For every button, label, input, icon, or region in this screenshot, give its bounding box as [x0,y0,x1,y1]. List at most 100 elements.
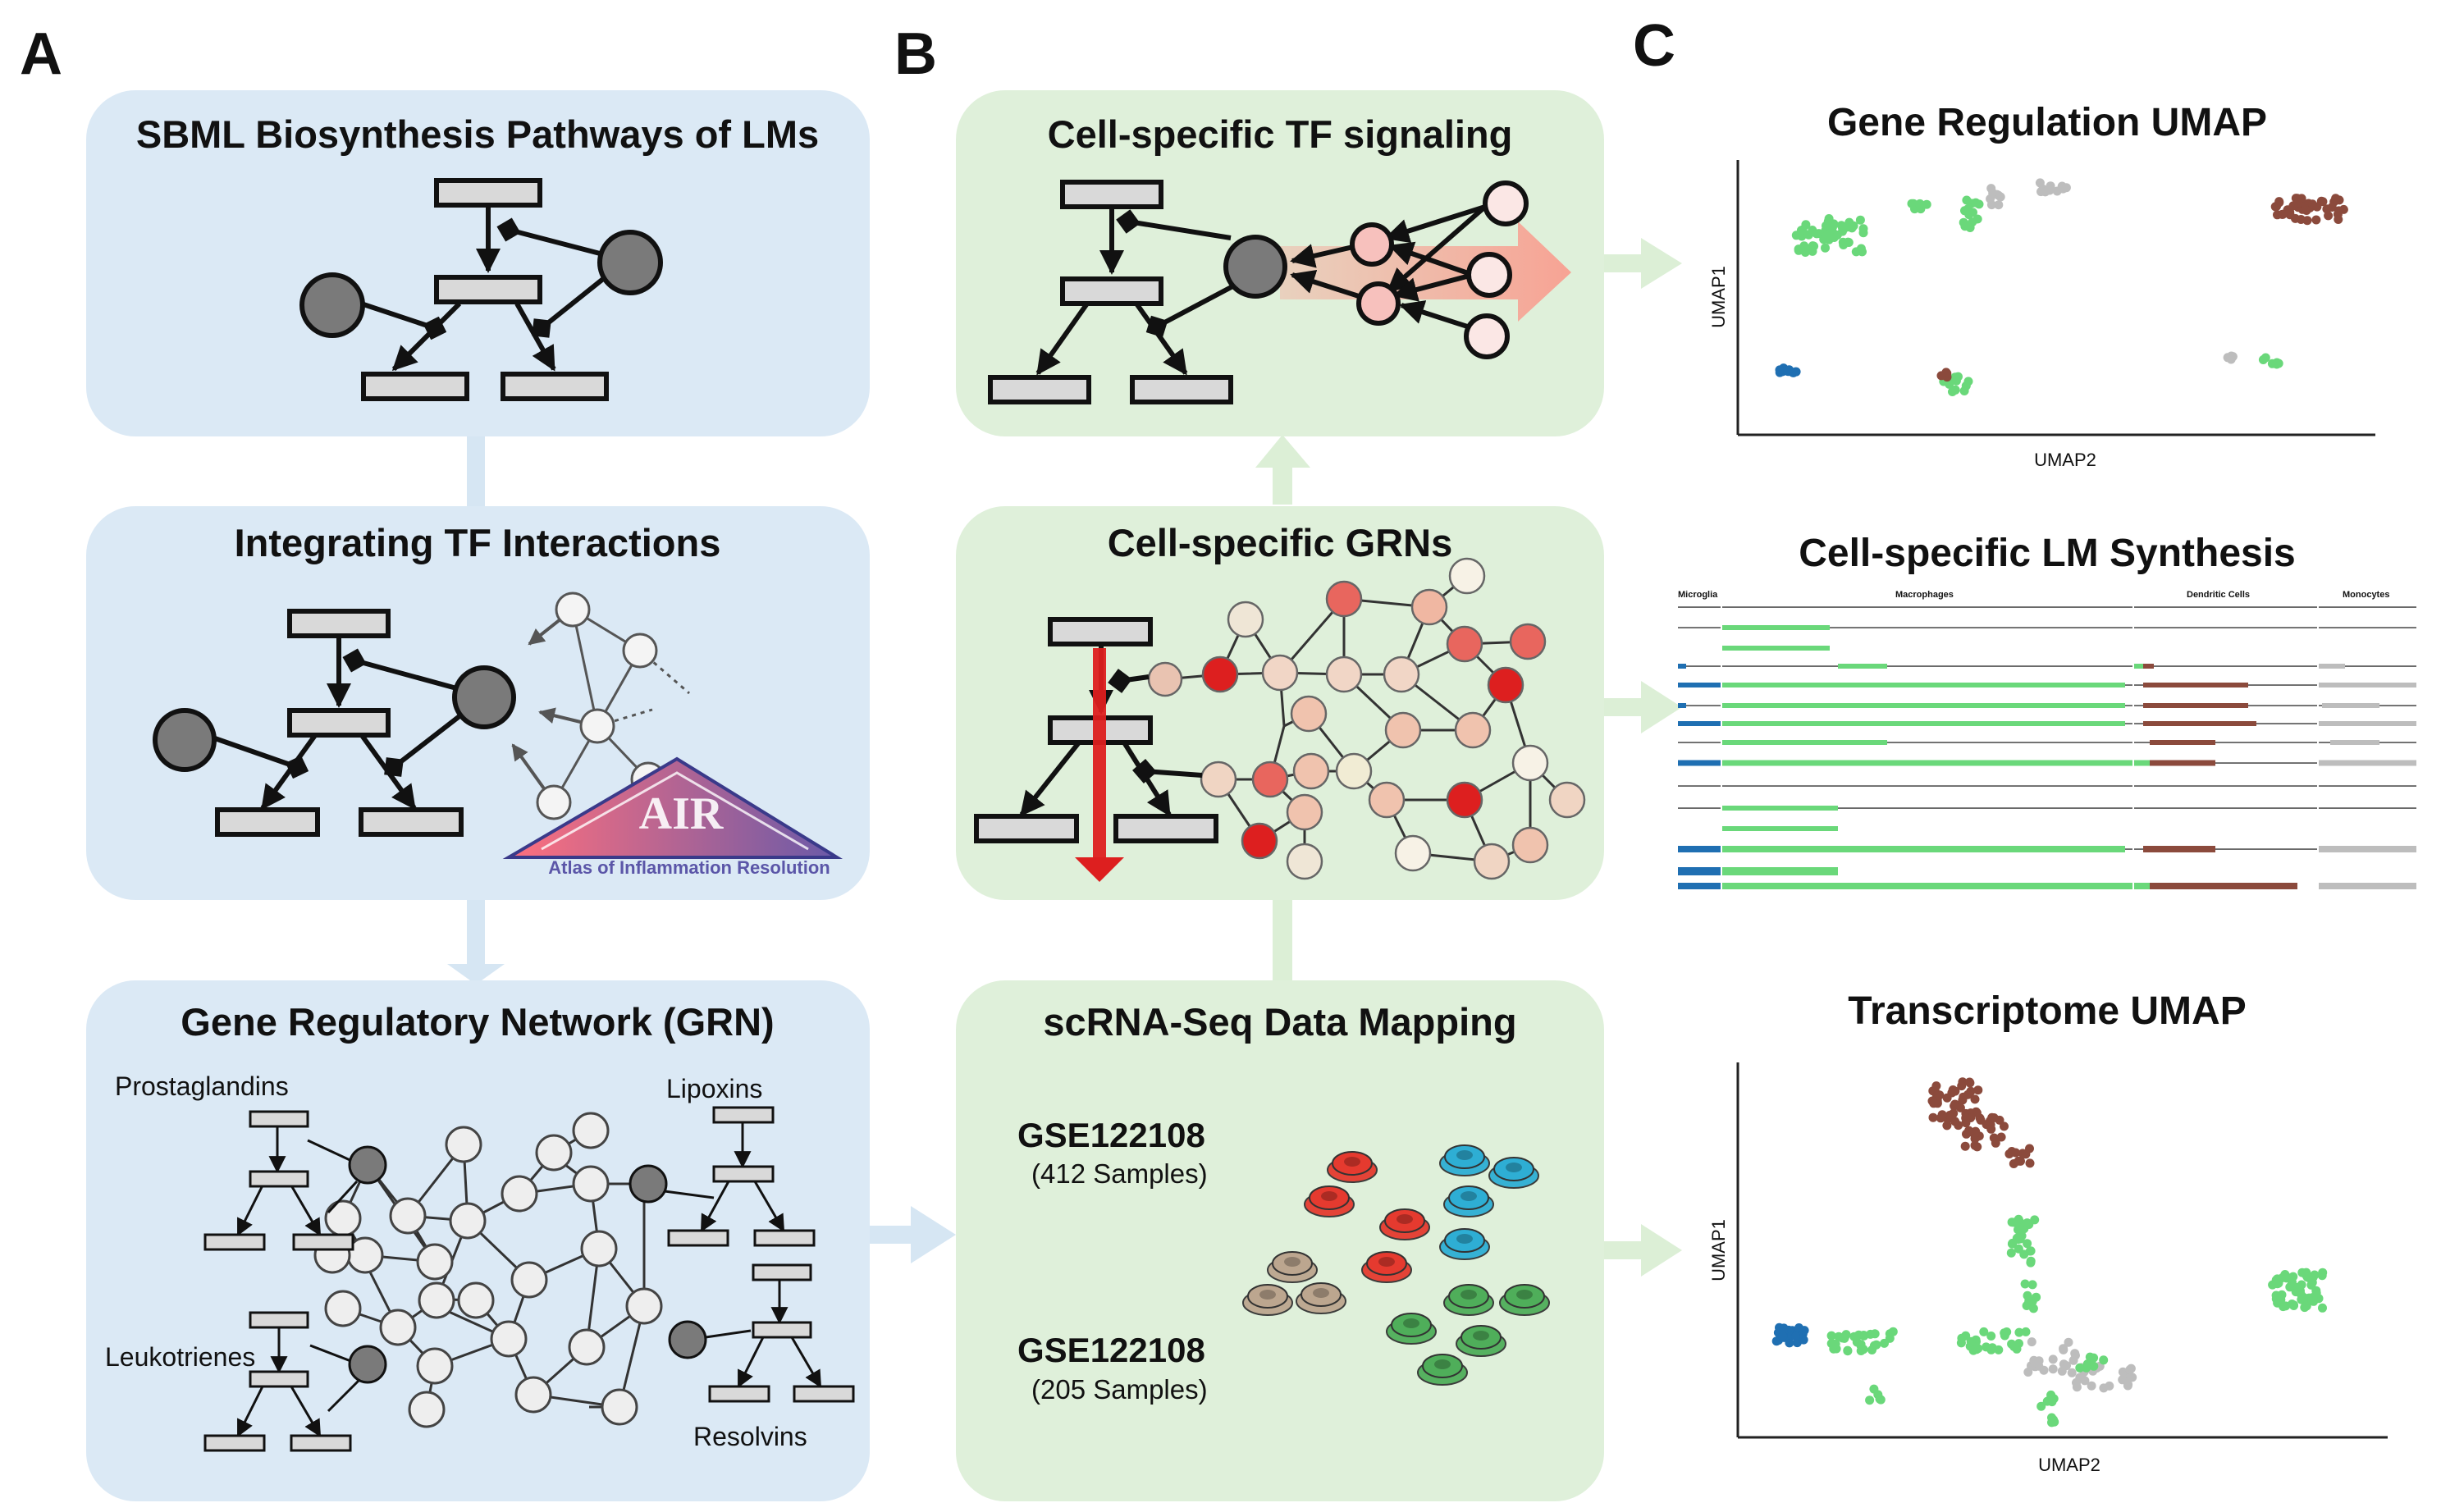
umap-point [1794,245,1803,255]
umap-point [1936,371,1946,381]
umap-point [2059,1344,2068,1354]
umap-point [1986,1124,1996,1134]
legend-microglia: Microglia [1678,590,1718,600]
sbml-pathway-diagram [299,178,663,401]
umap2-title: Transcriptome UMAP [1848,989,2246,1033]
heatmap-cell [2150,883,2297,889]
umap-point [2302,1301,2311,1311]
umap-point [1915,199,1925,208]
heatmap-cell [1678,683,1721,687]
air-logo-mark: AIR [639,788,724,839]
umap-point [2036,1401,2046,1411]
panel-a: SBML Biosynthesis Pathways of LMs Integr… [86,90,870,1501]
box-grn-title: Gene Regulatory Network (GRN) [181,1000,774,1044]
umap-point [1834,1332,1844,1341]
umap-point [1995,192,2005,202]
umap-point [2297,1280,2306,1290]
umap-point [2025,1144,2034,1153]
heatmap-cell [1721,826,1838,831]
umap-point [1957,1333,1967,1343]
umap1-xlabel: UMAP2 [2034,450,2096,470]
umap-point [1961,381,1971,391]
umap-point [2288,201,2298,211]
gene-regulation-umap: UMAP2 UMAP1 [1708,160,2375,470]
umap-point [2278,209,2288,219]
umap-point [1867,1345,1876,1354]
umap-point [1965,1078,1975,1088]
cell-icon [1327,1151,1378,1183]
heatmap-cell [1678,867,1721,875]
heatmap-cell [1721,846,2125,852]
umap-point [2024,1296,2034,1306]
umap-point [1929,1099,1939,1108]
umap-point [1794,1323,1803,1332]
dataset-2-samples: (205 Samples) [1031,1374,1208,1405]
heatmap-cell [2318,721,2416,726]
umap-point [2327,203,2337,212]
lm-synthesis-title: Cell-specific LM Synthesis [1799,532,2296,575]
umap-point [2089,1353,2099,1363]
umap-point [1856,244,1866,254]
umap-point [1779,1323,1789,1333]
label-resolvins: Resolvins [693,1422,807,1451]
cell-icon [1443,1284,1494,1316]
heatmap-cell [1721,883,2150,889]
dataset-1-samples: (412 Samples) [1031,1158,1208,1189]
umap-point [1948,387,1957,396]
umap-point [2028,1304,2038,1313]
lm-synthesis-heatmap: Microglia Macrophages Dendritic Cells Mo… [1678,590,2416,890]
umap-point [2128,1373,2137,1382]
heatmap-cell [2143,846,2215,852]
air-logo: AIR Atlas of Inflammation Resolution [502,756,843,878]
umap-point [2281,1301,2291,1311]
label-leukotrienes: Leukotrienes [105,1342,255,1372]
umap-point [1994,1345,2004,1354]
heatmap-cell [1678,627,2416,628]
umap-point [1996,1132,2006,1142]
umap-point [2052,186,2062,196]
umap-point [2307,199,2317,209]
umap-point [1821,243,1830,253]
umap-point [2025,1158,2035,1168]
umap-point [2126,1364,2136,1373]
umap-point [2049,1394,2059,1404]
umap-point [1931,1081,1941,1091]
heatmap-cell [1838,664,1887,669]
umap-point [2334,215,2343,224]
umap-point [1961,1113,1971,1123]
heatmap-cell [2133,664,2143,669]
umap-point [1907,199,1917,208]
umap-point [2048,1354,2058,1364]
umap-point [2274,198,2284,208]
umap-point [1803,230,1813,240]
tf-signaling-diagram [988,180,1571,404]
umap-point [2099,1383,2109,1393]
umap-point [2072,1382,2082,1392]
heatmap-cell [1678,846,1721,852]
umap-point [2007,1239,2017,1249]
heatmap-cell [2318,760,2416,766]
umap-point [1936,1113,1945,1123]
umap-point [2082,1363,2091,1373]
heatmap-cell [1721,721,2125,726]
umap-point [2050,1417,2059,1427]
heatmap-cell [2143,664,2154,669]
umap-point [1778,1332,1788,1341]
umap-point [2014,1327,2024,1337]
cell-icon [1443,1185,1494,1217]
heatmap-cell [1721,646,1830,651]
umap-point [2015,1234,2025,1244]
umap-point [1808,246,1817,256]
cell-icon [1499,1284,1550,1316]
umap-point [1951,376,1961,386]
umap-point [2276,1295,2286,1304]
transcriptome-umap: UMAP2 UMAP1 [1708,1062,2388,1475]
heatmap-cell [1678,760,1721,766]
umap-point [2296,215,2306,224]
umap-point [2302,1272,2312,1282]
umap-point [1972,214,1982,224]
umap-point [1963,1089,1972,1099]
umap-point [1822,231,1831,241]
umap-point [2274,1278,2283,1288]
umap-point [2123,1380,2133,1390]
